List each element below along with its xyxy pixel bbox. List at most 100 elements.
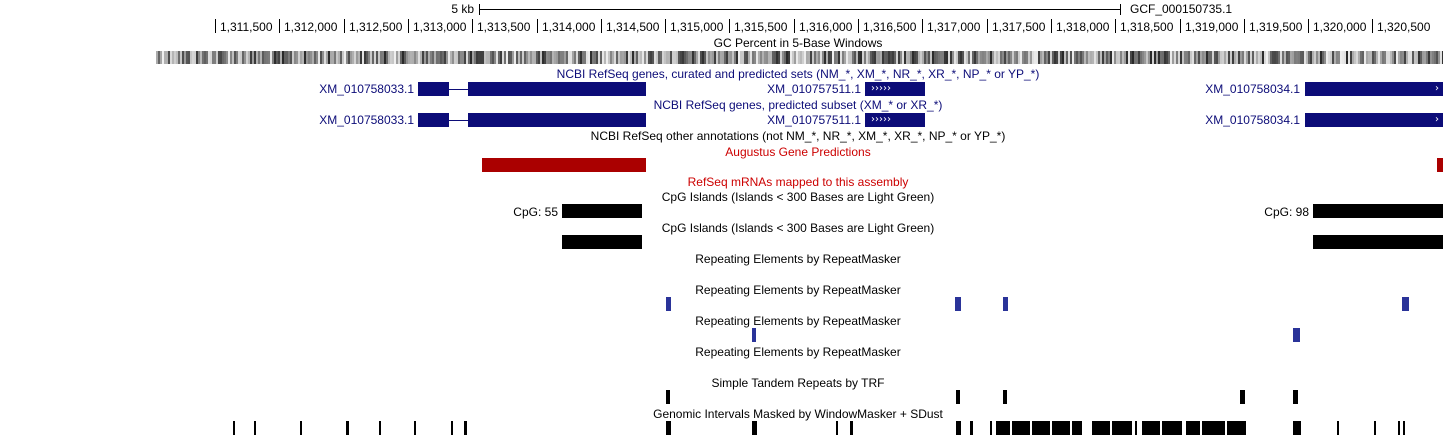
gc-window-bar bbox=[436, 51, 438, 64]
track-label-rmsk-4[interactable]: Repeating Elements by RepeatMasker bbox=[695, 345, 901, 359]
track-label-rmsk-3[interactable]: Repeating Elements by RepeatMasker bbox=[695, 314, 901, 328]
track-label-windowmasker[interactable]: Genomic Intervals Masked by WindowMasker… bbox=[653, 407, 943, 421]
gc-window-bar bbox=[608, 51, 610, 64]
repeat-element[interactable] bbox=[1402, 297, 1409, 311]
gene-xm-010758033-row1[interactable] bbox=[418, 82, 646, 96]
track-label-refseq-mrna[interactable]: RefSeq mRNAs mapped to this assembly bbox=[687, 175, 909, 189]
masked-interval[interactable] bbox=[996, 421, 1082, 435]
track-label-rmsk-2[interactable]: Repeating Elements by RepeatMasker bbox=[695, 283, 901, 297]
tandem-repeat[interactable] bbox=[1293, 390, 1298, 404]
ruler-tick-mark bbox=[794, 19, 795, 33]
masked-interval[interactable] bbox=[300, 421, 302, 435]
masked-interval[interactable] bbox=[666, 421, 671, 435]
track-label-cpg-2[interactable]: CpG Islands (Islands < 300 Bases are Lig… bbox=[661, 221, 935, 235]
track-label-refseq-other[interactable]: NCBI RefSeq other annotations (not NM_*,… bbox=[590, 129, 1006, 143]
track-label-rmsk-1[interactable]: Repeating Elements by RepeatMasker bbox=[695, 252, 901, 266]
gc-window-bar bbox=[1200, 51, 1202, 64]
masked-interval[interactable] bbox=[346, 421, 349, 435]
gene-xm-010757511-row2[interactable]: ››››› bbox=[865, 113, 925, 127]
gc-window-bar bbox=[858, 51, 860, 64]
gc-window-bar bbox=[932, 51, 934, 64]
masked-interval[interactable] bbox=[1293, 421, 1301, 435]
track-label-cpg-1[interactable]: CpG Islands (Islands < 300 Bases are Lig… bbox=[661, 190, 935, 204]
gene-xm-010758033-row2[interactable] bbox=[418, 113, 646, 127]
gc-window-bar bbox=[468, 51, 470, 64]
gc-window-bar bbox=[1430, 51, 1432, 64]
augustus-prediction-right[interactable] bbox=[1437, 158, 1443, 172]
masked-interval[interactable] bbox=[464, 421, 467, 435]
gc-window-bar bbox=[912, 51, 914, 64]
masked-interval[interactable] bbox=[836, 421, 838, 435]
repeat-element[interactable] bbox=[752, 328, 756, 342]
gc-window-bar bbox=[454, 51, 456, 64]
cpg-island-right[interactable] bbox=[1313, 204, 1443, 218]
masked-interval[interactable] bbox=[990, 421, 992, 435]
track-label-trf[interactable]: Simple Tandem Repeats by TRF bbox=[711, 376, 885, 390]
gene-xm-010758034-row2[interactable]: › bbox=[1305, 113, 1443, 127]
masked-interval[interactable] bbox=[1374, 421, 1376, 435]
gc-window-bar bbox=[1030, 51, 1032, 64]
repeat-element[interactable] bbox=[1293, 328, 1300, 342]
gene-label-xm-010758034-row2[interactable]: XM_010758034.1 bbox=[1205, 113, 1300, 127]
gc-window-bar bbox=[518, 51, 520, 64]
masked-interval[interactable] bbox=[956, 421, 961, 435]
cpg-label-right[interactable]: CpG: 98 bbox=[1264, 205, 1309, 219]
tandem-repeat[interactable] bbox=[1003, 390, 1007, 404]
cpg-island-left[interactable] bbox=[562, 204, 642, 218]
gc-window-bar bbox=[892, 51, 894, 64]
tandem-repeat[interactable] bbox=[666, 390, 670, 404]
windowmasker-track[interactable] bbox=[0, 421, 1443, 437]
gc-window-bar bbox=[1170, 51, 1172, 64]
cpg-island-right-2[interactable] bbox=[1313, 235, 1443, 249]
gc-window-bar bbox=[834, 51, 836, 64]
gc-window-bar bbox=[196, 51, 198, 64]
repeat-element[interactable] bbox=[666, 297, 671, 311]
masked-interval[interactable] bbox=[451, 421, 453, 435]
track-label-gc-percent[interactable]: GC Percent in 5-Base Windows bbox=[713, 36, 883, 50]
gene-label-xm-010757511-row1[interactable]: XM_010757511.1 bbox=[767, 82, 861, 96]
masked-interval[interactable] bbox=[1135, 421, 1137, 435]
masked-interval[interactable] bbox=[970, 421, 973, 435]
ruler-tick-mark bbox=[1115, 19, 1116, 33]
masked-interval[interactable] bbox=[1142, 421, 1182, 435]
masked-interval[interactable] bbox=[379, 421, 381, 435]
masked-interval[interactable] bbox=[1092, 421, 1132, 435]
repeat-element[interactable] bbox=[955, 297, 961, 311]
masked-interval[interactable] bbox=[1337, 421, 1339, 435]
gene-label-xm-010758034-row1[interactable]: XM_010758034.1 bbox=[1205, 82, 1300, 96]
masked-interval[interactable] bbox=[233, 421, 235, 435]
gc-percent-graph[interactable] bbox=[156, 51, 1443, 64]
masked-interval[interactable] bbox=[1403, 421, 1405, 435]
track-label-refseq-predicted[interactable]: NCBI RefSeq genes, predicted subset (XM_… bbox=[653, 98, 943, 112]
gene-xm-010757511-row1[interactable]: ››››› bbox=[865, 82, 925, 96]
gc-window-bar bbox=[1190, 51, 1192, 64]
masked-gap bbox=[1200, 421, 1202, 435]
gc-window-bar bbox=[398, 51, 400, 64]
track-label-augustus[interactable]: Augustus Gene Predictions bbox=[725, 145, 871, 159]
track-label-refseq-all[interactable]: NCBI RefSeq genes, curated and predicted… bbox=[556, 67, 1040, 81]
masked-interval[interactable] bbox=[1186, 421, 1246, 435]
tandem-repeat[interactable] bbox=[956, 390, 960, 404]
gc-window-bar bbox=[1188, 51, 1190, 64]
gc-window-bar bbox=[550, 51, 552, 64]
gene-xm-010758034-row1[interactable]: › bbox=[1305, 82, 1443, 96]
gc-window-bar bbox=[184, 51, 186, 64]
masked-interval[interactable] bbox=[1398, 421, 1400, 435]
masked-interval[interactable] bbox=[414, 421, 416, 435]
repeat-element[interactable] bbox=[1003, 297, 1008, 311]
cpg-label-left[interactable]: CpG: 55 bbox=[513, 205, 558, 219]
augustus-prediction-left[interactable] bbox=[482, 158, 646, 172]
gene-label-xm-010758033-row2[interactable]: XM_010758033.1 bbox=[319, 113, 414, 127]
masked-interval[interactable] bbox=[850, 421, 853, 435]
gene-label-xm-010757511-row2[interactable]: XM_010757511.1 bbox=[767, 113, 861, 127]
gc-window-bar bbox=[796, 51, 798, 64]
masked-interval[interactable] bbox=[752, 421, 757, 435]
gc-window-bar bbox=[388, 51, 390, 64]
gene-label-xm-010758033-row1[interactable]: XM_010758033.1 bbox=[319, 82, 414, 96]
tandem-repeat[interactable] bbox=[1240, 390, 1245, 404]
gc-window-bar bbox=[1026, 51, 1028, 64]
masked-interval[interactable] bbox=[254, 421, 256, 435]
cpg-island-left-2[interactable] bbox=[562, 235, 642, 249]
